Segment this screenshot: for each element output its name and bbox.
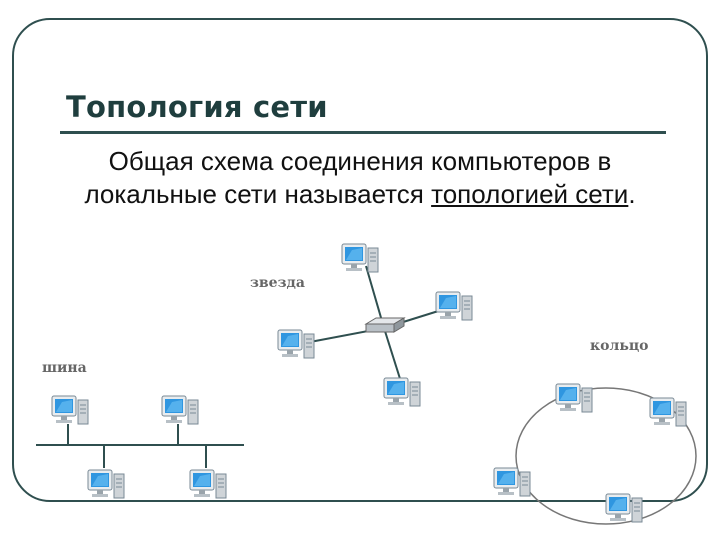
title-underline — [60, 131, 666, 134]
ring-label: кольцо — [590, 338, 649, 354]
description-line-2-prefix: локальные сети называется — [84, 179, 432, 209]
desktop-computer-icon — [383, 377, 421, 407]
description-line-2-suffix: . — [628, 179, 636, 209]
desktop-computer-icon — [189, 469, 227, 499]
description-line-1: Общая схема соединения компьютеров в — [108, 146, 612, 176]
desktop-computer-icon — [605, 493, 643, 523]
network-hub-icon — [364, 317, 406, 333]
bus-label: шина — [42, 360, 87, 376]
ring-link — [515, 387, 697, 525]
slide-title: Топология сети — [66, 90, 328, 124]
star-link — [383, 327, 403, 386]
desktop-computer-icon — [87, 469, 125, 499]
desktop-computer-icon — [493, 467, 531, 497]
star-label: звезда — [250, 275, 305, 291]
desktop-computer-icon — [555, 383, 593, 413]
topology-term: топологией сети — [431, 179, 629, 209]
desktop-computer-icon — [649, 397, 687, 427]
desktop-computer-icon — [341, 243, 379, 273]
desktop-computer-icon — [277, 329, 315, 359]
desktop-computer-icon — [51, 395, 89, 425]
description-text: Общая схема соединения компьютеров в лок… — [22, 145, 698, 211]
desktop-computer-icon — [161, 395, 199, 425]
desktop-computer-icon — [435, 291, 473, 321]
